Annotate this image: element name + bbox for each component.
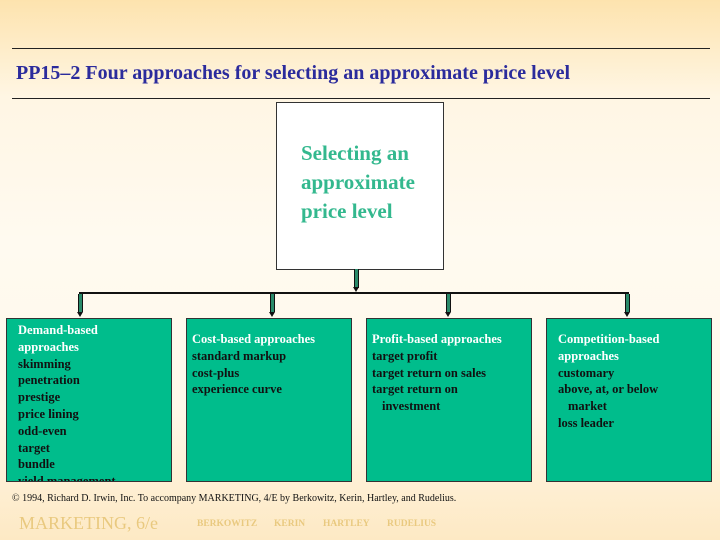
box-item: penetration	[18, 373, 80, 388]
box-heading: approaches	[18, 339, 79, 354]
root-node: Selecting an approximate price level	[276, 102, 444, 270]
box-item: bundle	[18, 457, 55, 472]
box-item: target	[18, 440, 50, 455]
box-item: market	[568, 399, 607, 414]
box-heading: Demand-based	[18, 323, 98, 337]
box-item: yield management	[18, 474, 116, 482]
top-rule	[12, 48, 710, 49]
box-item: above, at, or below	[558, 382, 659, 397]
box-heading: Cost-based approaches	[192, 332, 316, 346]
box-item: experience curve	[192, 382, 282, 397]
box-item: cost-plus	[192, 365, 240, 380]
connector-root	[354, 269, 359, 288]
title-rule	[12, 98, 710, 99]
root-line: approximate	[301, 170, 415, 194]
arrow-icon	[624, 312, 630, 317]
box-item: loss leader	[558, 415, 614, 430]
box-item: customary	[558, 365, 615, 380]
arrow-icon	[445, 312, 451, 317]
arrow-icon	[77, 312, 83, 317]
box-demand-based: Demand-based approaches skimming penetratio…	[6, 318, 172, 482]
box-cost-based: Cost-based approaches standard markup cost…	[186, 318, 352, 482]
connector-2	[270, 294, 275, 312]
copyright: © 1994, Richard D. Irwin, Inc. To accomp…	[12, 493, 457, 504]
connector-4	[625, 294, 630, 312]
connector-1	[78, 294, 83, 312]
box-item: price lining	[18, 406, 79, 421]
root-line: price level	[301, 199, 393, 223]
author: RUDELIUS	[387, 519, 437, 529]
box-item: prestige	[18, 390, 61, 405]
author: BERKOWITZ	[197, 519, 258, 529]
connector-3	[446, 294, 451, 312]
box-competition-based: Competition-based approaches customary abov…	[546, 318, 712, 482]
brand-title: MARKETING, 6/e	[19, 513, 158, 533]
box-heading: approaches	[558, 348, 619, 363]
root-node-text: Selecting an approximate price level	[301, 139, 441, 226]
box-item: standard markup	[192, 348, 287, 363]
connector-horizontal	[79, 292, 629, 294]
box-item: target return on	[372, 382, 458, 397]
box-item: target return on sales	[372, 365, 486, 380]
page-title: PP15–2 Four approaches for selecting an …	[16, 62, 571, 84]
box-item: investment	[382, 399, 441, 414]
author: HARTLEY	[323, 519, 370, 529]
author: KERIN	[274, 519, 306, 529]
box-item: target profit	[372, 348, 438, 363]
box-item: skimming	[18, 356, 71, 371]
arrow-icon	[269, 312, 275, 317]
box-heading: Profit-based approaches	[372, 332, 502, 346]
root-line: Selecting an	[301, 141, 409, 165]
box-profit-based: Profit-based approaches target profit targ…	[366, 318, 532, 482]
arrow-icon	[353, 287, 359, 292]
box-item: odd-even	[18, 423, 67, 438]
box-heading: Competition-based	[558, 332, 660, 346]
